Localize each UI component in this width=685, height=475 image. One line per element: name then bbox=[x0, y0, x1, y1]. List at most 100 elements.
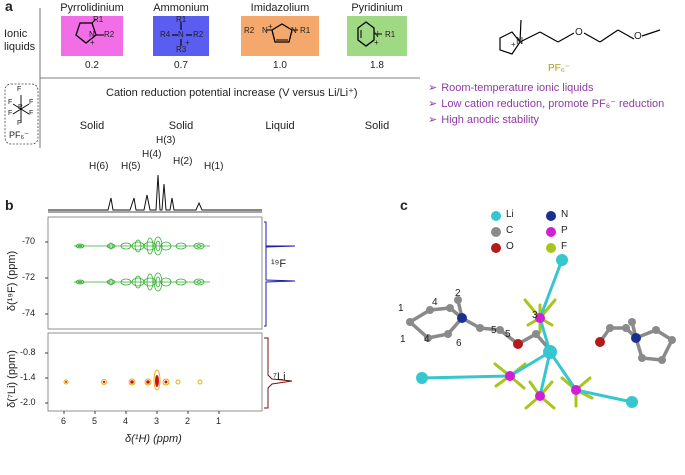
x-tick-1: 5 bbox=[92, 416, 98, 426]
f-plot-frame bbox=[47, 216, 263, 330]
legend-n: N bbox=[561, 209, 569, 220]
cation-name-2: Imidazolium bbox=[250, 2, 310, 14]
pf6-f-bottom: F bbox=[17, 120, 22, 127]
x-tick-4: 2 bbox=[185, 416, 191, 426]
il-anion: PF₆⁻ bbox=[548, 63, 571, 74]
pf6-box bbox=[4, 83, 39, 145]
amm-r4: R4 bbox=[160, 30, 171, 39]
il-n: N bbox=[516, 36, 524, 47]
atom-num-3: 3 bbox=[532, 310, 538, 321]
pyridine-ring bbox=[357, 21, 375, 47]
li-plot-frame bbox=[47, 332, 263, 412]
il-o1: O bbox=[575, 27, 583, 38]
legend-f: F bbox=[561, 241, 568, 252]
atom-num-6: 6 bbox=[456, 338, 462, 349]
legend-p: P bbox=[561, 225, 568, 236]
cation-name-1: Ammonium bbox=[153, 2, 209, 14]
atom-num-1a: 1 bbox=[398, 303, 404, 314]
li-axis-label: δ(⁷Li) (ppm) bbox=[6, 350, 18, 408]
h-label-6: H(6) bbox=[89, 161, 109, 172]
panel-b-letter: b bbox=[5, 197, 14, 213]
amm-r1: R1 bbox=[176, 15, 187, 24]
cation-name-3: Pyridinium bbox=[351, 2, 403, 14]
state-3: Solid bbox=[364, 120, 390, 132]
pyr-n: N bbox=[373, 30, 379, 39]
imid-r1: R1 bbox=[300, 26, 311, 35]
state-2: Liquid bbox=[265, 120, 295, 132]
pf6-f-ul: F bbox=[8, 99, 13, 106]
atom-num-4b: 4 bbox=[424, 334, 430, 345]
pyrrolidine-ring bbox=[75, 22, 97, 44]
bullet-2: ➢High anodic stability bbox=[428, 113, 539, 126]
legend-o: O bbox=[506, 241, 514, 252]
x-tick-0: 6 bbox=[61, 416, 67, 426]
x-tick-2: 4 bbox=[123, 416, 129, 426]
potential-3: 1.8 bbox=[370, 60, 384, 71]
pf6-f-top: F bbox=[17, 86, 22, 93]
bullet-0: ➢Room-temperature ionic liquids bbox=[428, 81, 593, 94]
row-label-line2: liquids bbox=[4, 41, 36, 53]
pyrr-r2: R2 bbox=[104, 30, 115, 39]
bullet-text-0: Room-temperature ionic liquids bbox=[441, 82, 594, 94]
h-label-4: H(4) bbox=[142, 149, 162, 160]
pyr-r1: R1 bbox=[385, 30, 396, 39]
axis-caption: Cation reduction potential increase (V v… bbox=[106, 87, 358, 99]
li-projection bbox=[264, 337, 293, 409]
legend-c: C bbox=[506, 225, 514, 236]
imid-r2: R2 bbox=[244, 26, 255, 35]
nmr-spectrum bbox=[45, 174, 296, 414]
h1-projection bbox=[48, 174, 262, 211]
atom-num-1b: 1 bbox=[400, 334, 406, 345]
ionic-liquid-structure bbox=[499, 19, 661, 55]
arrow-icon: ➢ bbox=[428, 82, 438, 94]
pyridinium-box bbox=[347, 16, 407, 56]
atom-num-2: 2 bbox=[455, 288, 461, 299]
h-label-5: H(5) bbox=[121, 161, 141, 172]
atom-num-5b: 5 bbox=[505, 329, 511, 340]
h-label-1: H(1) bbox=[204, 161, 224, 172]
amm-r2: R2 bbox=[193, 30, 204, 39]
crystal-structure bbox=[406, 211, 676, 410]
panel-a-letter: a bbox=[5, 0, 13, 14]
atom-num-4a: 4 bbox=[432, 297, 438, 308]
il-plus: + bbox=[511, 40, 516, 49]
potential-0: 0.2 bbox=[85, 60, 99, 71]
h-label-2: H(2) bbox=[173, 156, 193, 167]
pyrr-r1: R1 bbox=[93, 15, 104, 24]
h-label-3: H(3) bbox=[156, 135, 176, 146]
imidazolium-box bbox=[241, 16, 319, 56]
row-label-line1: Ionic bbox=[4, 28, 28, 40]
f-tick-1: -72 bbox=[22, 272, 36, 282]
x-tick-3: 3 bbox=[154, 416, 160, 426]
arrow-icon: ➢ bbox=[428, 98, 438, 110]
potential-2: 1.0 bbox=[273, 60, 287, 71]
pf6-f-lr: F bbox=[29, 110, 34, 117]
arrow-icon: ➢ bbox=[428, 114, 438, 126]
imidazole-ring bbox=[271, 23, 293, 43]
pf6-label: PF₆⁻ bbox=[9, 130, 29, 140]
f-contours bbox=[74, 236, 210, 292]
li-tick-0: -0.8 bbox=[20, 347, 36, 357]
bullet-text-1: Low cation reduction, promote PF₆⁻ reduc… bbox=[441, 98, 665, 110]
f-axis-label: δ(¹⁹F) (ppm) bbox=[6, 250, 18, 312]
cation-name-0: Pyrrolidinium bbox=[60, 2, 124, 14]
f-projection bbox=[264, 221, 296, 327]
state-1: Solid bbox=[168, 120, 194, 132]
li-tick-2: -2.0 bbox=[20, 397, 36, 407]
panel-c-letter: c bbox=[400, 197, 408, 213]
atoms bbox=[406, 254, 676, 408]
x-tick-5: 1 bbox=[216, 416, 222, 426]
f-nucleus-label: ¹⁹F bbox=[271, 258, 287, 270]
li-contours bbox=[63, 369, 203, 391]
state-0: Solid bbox=[79, 120, 105, 132]
panel-a-figure bbox=[4, 8, 661, 148]
atom-num-5a: 5 bbox=[491, 325, 497, 336]
legend-li: Li bbox=[506, 209, 514, 220]
pyr-plus: + bbox=[374, 38, 379, 47]
imid-plus: + bbox=[268, 22, 273, 31]
li-tick-1: -1.4 bbox=[20, 372, 36, 382]
bullet-text-2: High anodic stability bbox=[441, 114, 540, 126]
pf6-f-ll: F bbox=[8, 110, 13, 117]
f-tick-0: -70 bbox=[22, 236, 36, 246]
imid-n1: N bbox=[262, 26, 268, 35]
